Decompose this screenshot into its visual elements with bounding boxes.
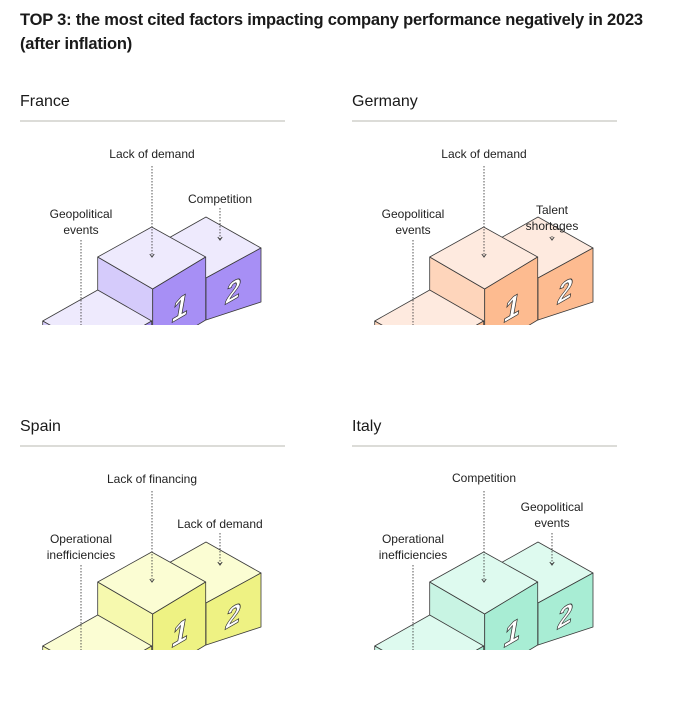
rank-1-number: 1 (172, 286, 189, 325)
arrowhead-icon (217, 236, 223, 241)
rank-2-number: 2 (225, 598, 241, 637)
arrowhead-icon (149, 578, 155, 583)
country-heading: France (20, 93, 70, 110)
chart-title: TOP 3: the most cited factors impacting … (20, 11, 643, 53)
country-heading: Spain (20, 418, 61, 435)
arrowhead-icon (549, 561, 555, 566)
third-place-label: Operational inefficiencies (378, 532, 448, 562)
divider (352, 120, 617, 122)
first-place-block-front (152, 581, 207, 650)
arrowhead-icon (149, 253, 155, 258)
arrowhead-icon (481, 253, 487, 258)
third-place-block-front (143, 320, 153, 325)
second-place-label: Geopolitical events (520, 500, 584, 530)
podium: 123 (374, 166, 594, 325)
second-place-label: Competition (187, 192, 253, 206)
first-place-label: Lack of financing (106, 472, 198, 486)
first-place-label: Lack of demand (441, 147, 527, 161)
rank-1-number: 1 (172, 611, 189, 650)
divider (352, 445, 617, 447)
rank-2-number: 2 (225, 273, 241, 312)
rank-2-number: 2 (557, 273, 573, 312)
panel-italy: Italy 123 Competition Geopolitical event… (332, 325, 672, 650)
first-place-label: Lack of demand (109, 147, 195, 161)
first-place-block-front (152, 256, 207, 325)
panel-france: France 123 Lack of demand Competition Ge… (0, 0, 340, 325)
third-place-label: Geopolitical events (49, 207, 113, 237)
podium-group: 123 (374, 166, 594, 325)
third-place-block-front (143, 645, 153, 650)
podium: 123 (42, 166, 262, 325)
podium-group: 123 (374, 491, 594, 650)
podium-group: 123 (42, 166, 262, 325)
third-place-block-left (374, 320, 383, 325)
third-place-block-front (475, 645, 485, 650)
country-heading: Germany (352, 93, 418, 110)
arrowhead-icon (549, 236, 555, 241)
divider (20, 120, 285, 122)
third-place-block-left (374, 645, 383, 650)
first-place-label: Competition (451, 471, 517, 485)
third-place-label: Operational inefficiencies (46, 532, 116, 562)
second-place-label: Lack of demand (177, 517, 263, 531)
rank-2-number: 2 (557, 598, 573, 637)
first-place-block-front (484, 581, 539, 650)
third-place-label: Geopolitical events (381, 207, 445, 237)
podium: 123 (374, 491, 594, 650)
third-place-block-front (475, 320, 485, 325)
podium-group: 123 (42, 491, 262, 650)
rank-1-number: 1 (504, 611, 521, 650)
arrowhead-icon (217, 561, 223, 566)
third-place-block-left (42, 320, 51, 325)
country-heading: Italy (352, 418, 382, 435)
rank-1-number: 1 (504, 286, 521, 325)
podium: 123 (42, 491, 262, 650)
panel-spain: Spain 123 Lack of financing Lack of dema… (0, 325, 340, 650)
third-place-block-left (42, 645, 51, 650)
second-place-label: Talent shortages (525, 203, 579, 233)
arrowhead-icon (481, 578, 487, 583)
first-place-block-front (484, 256, 539, 325)
panel-germany: Germany 123 Lack of demand Talent shorta… (332, 0, 672, 325)
divider (20, 445, 285, 447)
